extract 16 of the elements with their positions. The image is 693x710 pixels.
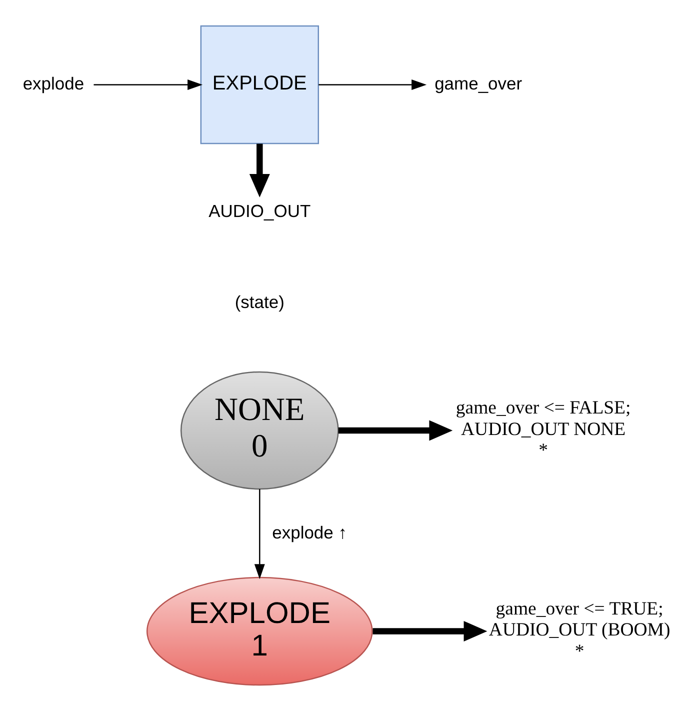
node-text: game_over <= FALSE; AUDIO_OUT NONE * bbox=[456, 397, 631, 461]
node-text: explode bbox=[22, 72, 84, 93]
arrow bbox=[254, 488, 265, 579]
arrow bbox=[249, 143, 270, 197]
node-ellipse: NONE 0 bbox=[180, 370, 339, 490]
arrow bbox=[318, 78, 427, 90]
label: (state) bbox=[234, 292, 284, 312]
arrow bbox=[94, 78, 203, 90]
node-box: EXPLODE bbox=[200, 24, 319, 144]
arrow bbox=[372, 620, 488, 641]
arrow bbox=[338, 420, 453, 440]
node-ellipse: EXPLODE 1 bbox=[146, 576, 373, 686]
node-text: game_over <= TRUE; AUDIO_OUT (BOOM) * bbox=[488, 598, 670, 662]
node-text: game_over bbox=[434, 72, 522, 93]
node-text: AUDIO_OUT bbox=[208, 200, 311, 220]
edge-label: explode ↑ bbox=[272, 522, 348, 542]
